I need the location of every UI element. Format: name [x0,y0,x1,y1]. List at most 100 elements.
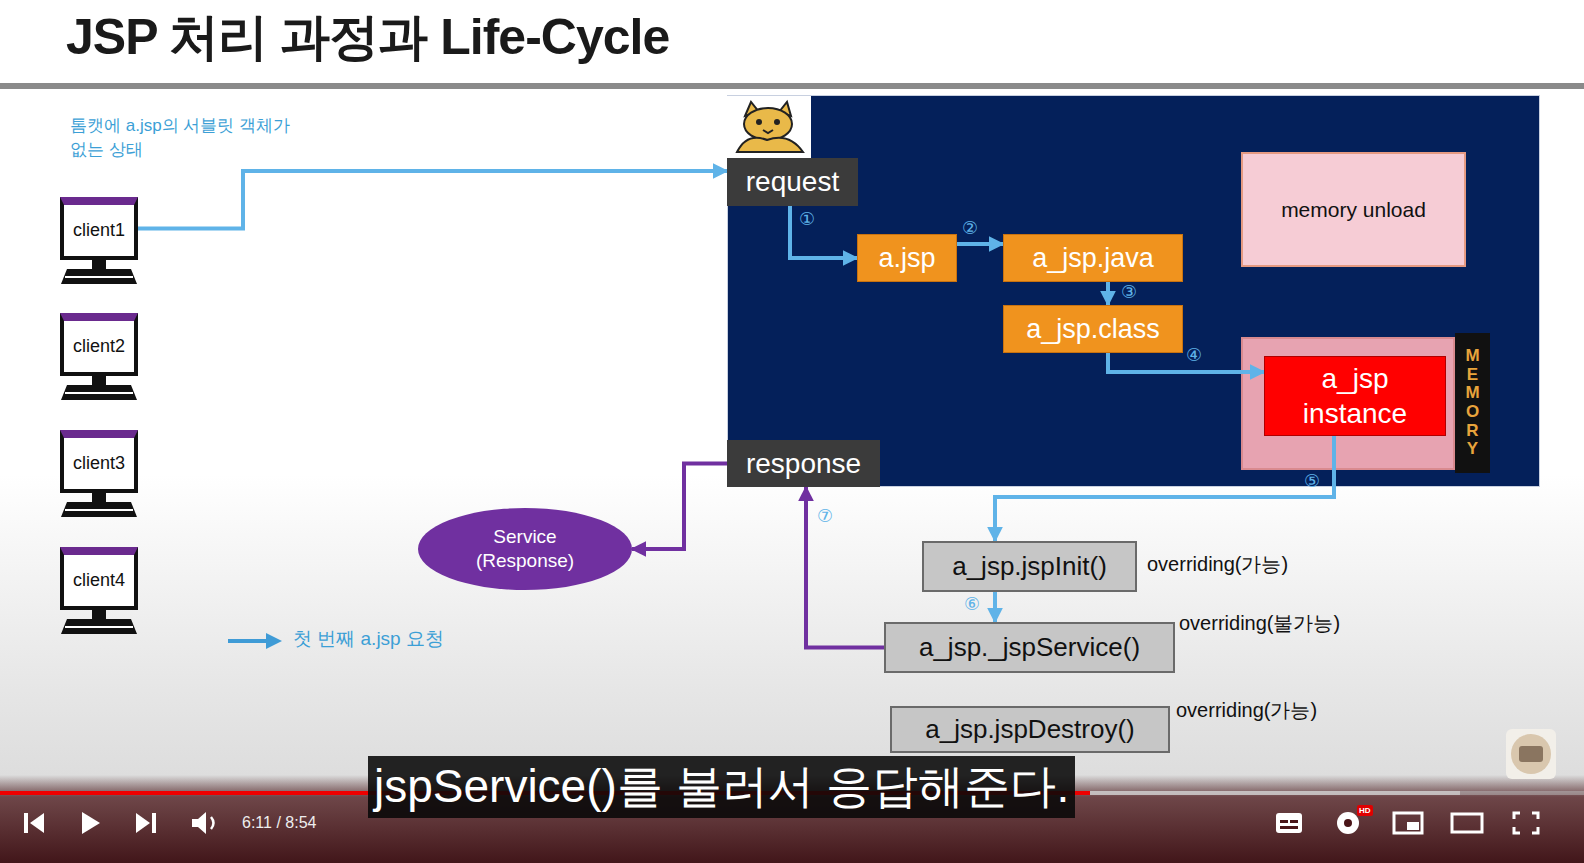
callout-number: ⑤ [1304,472,1320,490]
svg-rect [1519,746,1543,762]
svg-rect [24,813,28,833]
file-box: a_jsp.class [1003,305,1183,353]
override-note: overriding(가능) [1147,551,1288,578]
memory-strip: MEMORY [1455,333,1490,473]
title-text: JSP 처리 과정과 Life-Cycle [66,9,669,65]
svg-rect [92,610,106,619]
callout-number-text: ⑦ [817,507,833,525]
method-box: a_jsp.jspInit() [922,541,1137,592]
svg-rect [1506,729,1556,779]
video-subtitle: jspService()를 불러서 응답해준다. [368,756,1075,818]
monitor-stand [59,376,139,402]
hd-badge: HD [1357,805,1373,816]
flow-connector [138,171,727,229]
callout-number: ① [799,210,815,228]
svg-polygon [136,813,150,833]
request-tab: request [727,158,858,206]
monitor-stand [59,610,139,636]
node-label: a_jsp.java [1032,243,1154,274]
node-label: a_jsp._jspService() [919,632,1140,663]
node-label: client3 [73,453,125,474]
callout-number: ② [962,219,978,237]
callout-number: ⑥ [964,595,980,613]
memory-region: MEMORYa_jsp instance [1241,333,1490,473]
svg-path [1514,813,1538,833]
svg-polygon [266,633,282,649]
flow-connector [1106,282,1110,305]
response-tab: response [727,440,880,487]
video-time: 6:11 / 8:54 [242,814,316,832]
svg-rect [1452,814,1482,832]
svg-rect [1280,826,1298,829]
annotation-note-text: 톰캣에 a.jsp의 서블릿 객체가 없는 상태 [70,114,300,162]
svg-circle [756,119,762,125]
svg-rect [1394,813,1422,833]
svg-rect [1290,820,1298,823]
node-label: client4 [73,570,125,591]
flow-connector [806,487,884,648]
svg-rect [1276,813,1302,833]
node-label: client1 [73,220,125,241]
callout-number-text: ② [962,219,978,237]
node-label: memory unload [1281,198,1426,222]
client-monitor: client4 [60,547,138,610]
override-note: overriding(불가능) [1179,610,1340,637]
tomcat-logo [727,96,811,158]
service-ellipse: Service (Response) [418,508,632,590]
svg-rect [1407,822,1419,830]
svg-circle [774,119,780,125]
svg-polygon [30,813,44,833]
node-label: a.jsp [878,243,935,274]
svg-path [763,130,773,133]
flow-connector [790,206,857,258]
callout-number: ⑦ [817,507,833,525]
flow-connector [995,436,1334,541]
method-box: a_jsp.jspDestroy() [890,706,1170,753]
annotation-note: 톰캣에 a.jsp의 서블릿 객체가 없는 상태 [70,114,300,162]
override-note-text: overriding(가능) [1176,697,1317,724]
svg-line [228,639,270,643]
method-box: a_jsp._jspService() [884,622,1175,673]
file-box: a_jsp.java [1003,234,1183,282]
flow-connector [957,242,1003,246]
svg-polygon [192,812,206,834]
svg-polygon [61,269,137,284]
node-label: response [746,448,861,480]
svg-line [65,392,133,394]
callout-number-text: ① [799,210,815,228]
svg-rect [152,813,156,833]
svg-ellipse [744,108,792,140]
svg-circle [1337,812,1359,834]
svg-rect [1090,791,1460,795]
monitor-stand [59,260,139,286]
svg-rect [1280,820,1288,823]
node-label: client2 [73,336,125,357]
client-monitor: client2 [60,313,138,376]
node-label: a_jsp.jspInit() [952,551,1107,582]
node-label: Service (Response) [463,525,588,573]
svg-rect [92,376,106,385]
monitor-stand [59,493,139,519]
legend-entry: 첫 번째 a.jsp 요청 [293,626,444,652]
svg-rect [92,260,106,269]
override-note: overriding(가능) [1176,697,1317,724]
client-monitor: client3 [60,430,138,493]
legend-text: 첫 번째 a.jsp 요청 [293,628,444,649]
callout-number-text: ⑥ [964,595,980,613]
video-time-text: 6:11 / 8:54 [242,814,316,832]
node-label: MEMORY [1464,347,1481,459]
svg-rect [727,96,811,158]
svg-polygon [61,502,137,517]
title-rule [0,83,1584,89]
slide-title: JSP 처리 과정과 Life-Cycle [66,4,669,71]
svg-polygon [61,385,137,400]
svg-rect [92,493,106,502]
hd-badge-text: HD [1357,805,1373,816]
svg-polygon [61,619,137,634]
node-label: a_jsp.jspDestroy() [925,714,1135,745]
callout-number-text: ④ [1186,346,1202,364]
svg-line [65,626,133,628]
callout-number: ④ [1186,346,1202,364]
video-subtitle-text: jspService()를 불러서 응답해준다. [368,756,1075,818]
callout-number-text: ⑤ [1304,472,1320,490]
